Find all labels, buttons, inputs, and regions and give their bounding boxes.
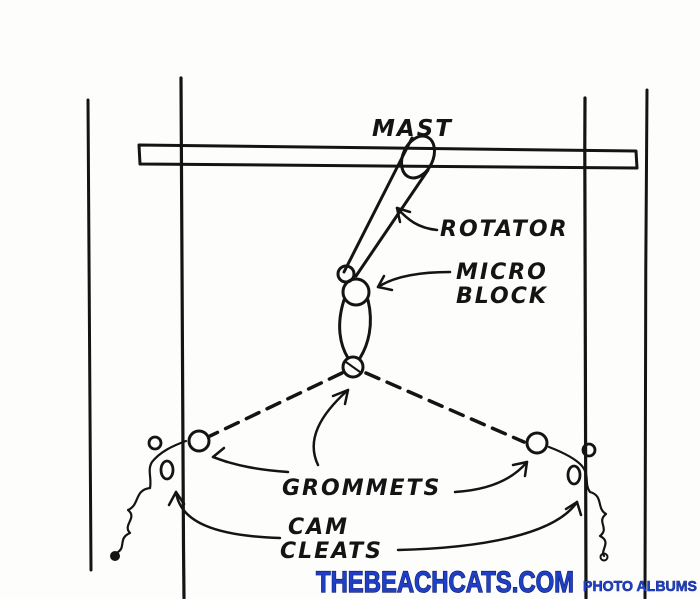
grommets-right-leader [453,460,529,494]
dashed-line-left [208,371,344,438]
cleats-left-leader [174,490,282,540]
label-mast: MAST [372,116,453,142]
cleat-right-line [547,445,592,494]
tail-right [588,490,608,558]
tail-left-knot [110,551,120,561]
label-micro: MICRO [456,260,548,285]
micro-leader [376,270,452,289]
label-block: BLOCK [456,284,548,309]
tail-right-knot [599,552,609,562]
cleats-left-arrowhead [167,490,186,507]
block-strap [338,298,372,360]
cleat-left-bottom [159,459,175,481]
cleat-right-bottom [566,464,582,486]
rotator-arm-2 [354,168,430,278]
grommets-right-arrowhead [511,460,529,478]
grommet-right [525,431,549,455]
block-body [341,277,371,307]
grommets-up-leader [312,388,350,467]
rotator-arrowhead [395,206,412,224]
grommets-up-arrowhead [331,388,350,406]
block-ring-cross [345,361,361,373]
label-cam: CAM [288,515,349,540]
dashed-line-right [364,371,526,444]
right-outer-line [643,88,649,599]
block-bottom-ring [341,355,365,379]
left-outer-line [86,98,93,572]
cleat-left-line [148,439,188,490]
label-cleats: CLEATS [280,539,383,564]
left-inner-line [179,76,186,599]
cleat-right-top [581,442,597,458]
watermark-sub: PHOTO ALBUMS [583,578,697,595]
cleats-right-arrowhead [564,500,583,517]
cleats-right-leader [396,500,579,552]
cleat-left-top [147,435,163,451]
rotator-leader [395,206,439,232]
label-rotator: ROTATOR [440,217,569,242]
grommets-left-leader [211,455,290,474]
watermark-brand: THEBEACHCATS.COM [316,566,574,599]
grommet-left [187,429,211,453]
cross-beam [137,143,639,170]
rotator-arm [342,136,414,274]
grommets-left-arrowhead [211,446,229,464]
micro-arrowhead [376,274,394,292]
label-grommets: GROMMETS [282,476,441,501]
right-inner-line [583,96,588,599]
tail-left [116,486,152,554]
